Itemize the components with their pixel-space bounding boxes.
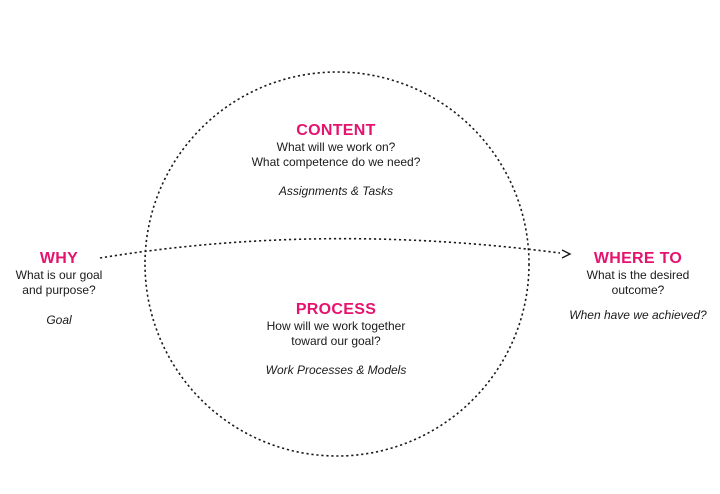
where-to-note: When have we achieved?	[569, 308, 707, 322]
where-to-block: WHERE TO What is the desired outcome? Wh…	[556, 249, 720, 323]
process-note: Work Processes & Models	[265, 363, 407, 377]
content-block: CONTENT What will we work on? What compe…	[236, 121, 436, 199]
process-question-1: How will we work together	[266, 319, 406, 333]
process-question-2: toward our goal?	[291, 334, 381, 348]
content-note: Assignments & Tasks	[278, 184, 394, 198]
where-to-question-1: What is the desired	[586, 268, 690, 282]
process-heading: PROCESS	[295, 301, 377, 318]
why-block: WHY What is our goal and purpose? Goal	[4, 249, 114, 328]
where-to-question-2: outcome?	[611, 283, 665, 297]
content-question-2: What competence do we need?	[251, 155, 421, 169]
dotted-arrow-icon	[561, 249, 572, 259]
why-question-2: and purpose?	[22, 283, 96, 297]
dotted-circle	[144, 71, 530, 457]
content-heading: CONTENT	[296, 122, 376, 139]
process-block: PROCESS How will we work together toward…	[236, 300, 436, 378]
content-question-1: What will we work on?	[276, 140, 396, 154]
why-heading: WHY	[39, 250, 79, 267]
dotted-arrow-connector	[99, 237, 561, 259]
why-note: Goal	[46, 313, 72, 327]
where-to-heading: WHERE TO	[593, 250, 683, 267]
why-question-1: What is our goal	[15, 268, 103, 282]
